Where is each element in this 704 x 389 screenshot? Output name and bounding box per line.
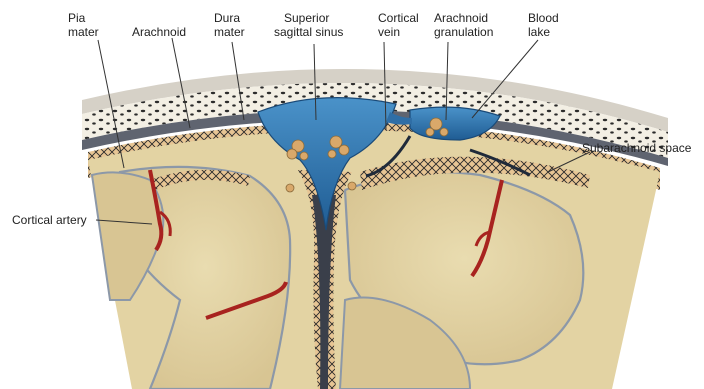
label-arachnoid: Arachnoid — [132, 25, 186, 39]
label-blood-lake: Blood lake — [528, 11, 562, 39]
label-dura-mater: Dura mater — [214, 11, 245, 39]
label-subarachnoid-space: Subarachnoid space — [582, 141, 692, 155]
label-pia-mater: Pia mater — [68, 11, 99, 39]
label-superior-sagittal-sinus: Superior sagittal sinus — [274, 11, 343, 39]
label-arachnoid-granulation: Arachnoid granulation — [434, 11, 493, 39]
label-cortical-artery: Cortical artery — [12, 213, 87, 227]
label-cortical-vein: Cortical vein — [378, 11, 422, 39]
